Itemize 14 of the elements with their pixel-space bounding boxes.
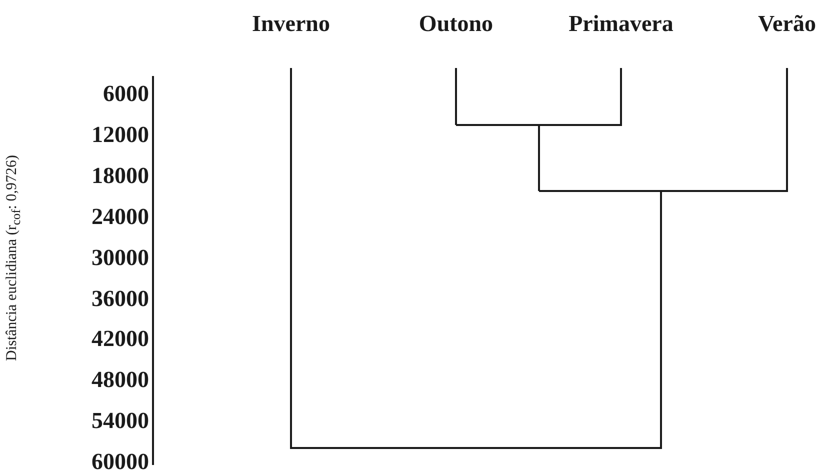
leaf-label: Inverno [252,12,330,36]
tick-label: 36000 [92,286,149,310]
tick-label: 24000 [92,204,149,229]
leaf-label: Primavera [568,12,674,36]
tick-label: 6000 [103,82,149,106]
tick-label: 30000 [92,246,149,270]
tick-label: 18000 [92,164,149,188]
tick-label: 48000 [92,368,149,392]
leaf-label: Outono [418,12,494,36]
tick-label: 12000 [92,122,149,147]
tick-label: 54000 [92,409,149,434]
leaf-label: Verão [758,12,816,36]
tick-label: 60000 [92,450,149,474]
tick-label: 42000 [92,327,149,352]
